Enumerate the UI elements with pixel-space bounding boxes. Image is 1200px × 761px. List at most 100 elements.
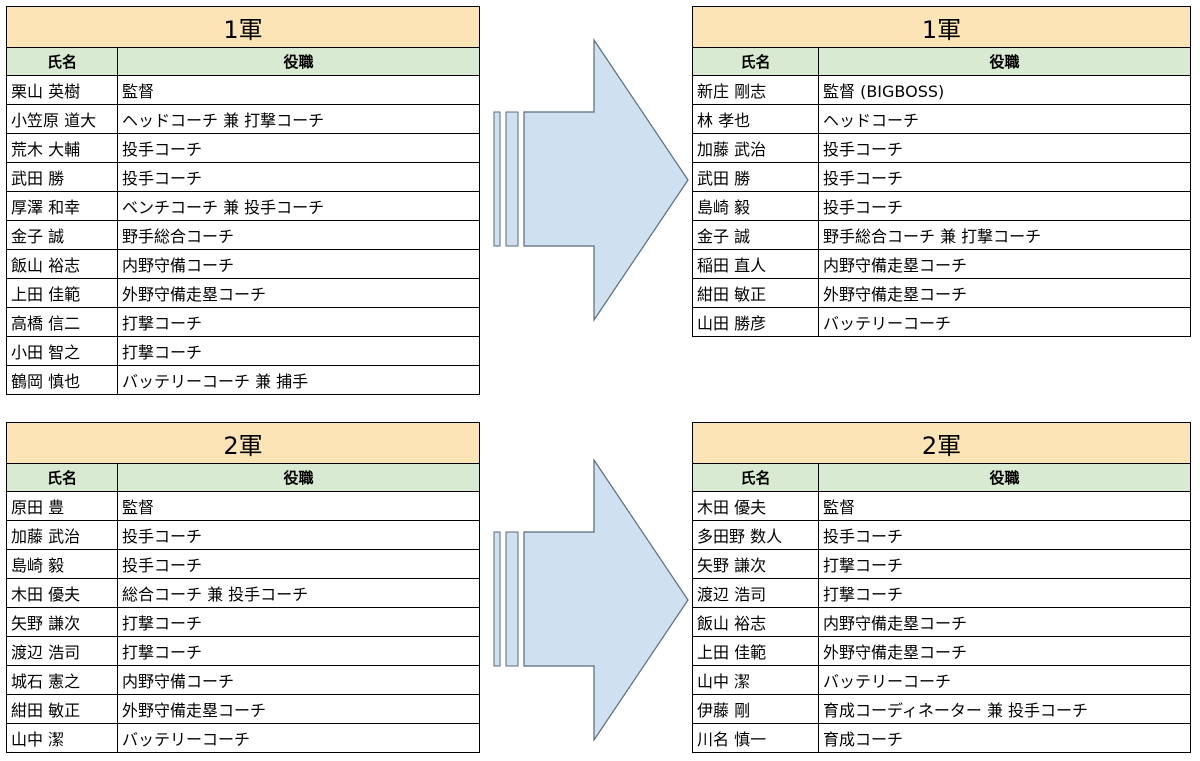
table-before-1st-team: 1軍氏名役職栗山 英樹監督小笠原 道大ヘッドコーチ 兼 打撃コーチ荒木 大輔投手…	[6, 6, 480, 395]
table-row: 金子 誠野手総合コーチ	[6, 220, 480, 250]
person-name-cell: 栗山 英樹	[6, 75, 118, 105]
person-name-cell: 小田 智之	[6, 336, 118, 366]
role-cell: 投手コーチ	[117, 162, 480, 192]
role-cell: 育成コーチ	[818, 723, 1191, 753]
table-row: 渡辺 浩司打撃コーチ	[692, 578, 1191, 608]
person-name-cell: 鶴岡 慎也	[6, 365, 118, 395]
role-cell: 監督	[117, 75, 480, 105]
person-name-cell: 金子 誠	[692, 220, 819, 250]
person-name-cell: 武田 勝	[692, 162, 819, 192]
person-name-cell: 多田野 数人	[692, 520, 819, 550]
role-cell: ヘッドコーチ	[818, 104, 1191, 134]
role-cell: 野手総合コーチ	[117, 220, 480, 250]
table-row: 山中 潔バッテリーコーチ	[692, 665, 1191, 695]
table-row: 鶴岡 慎也バッテリーコーチ 兼 捕手	[6, 365, 480, 395]
table-row: 小笠原 道大ヘッドコーチ 兼 打撃コーチ	[6, 104, 480, 134]
table-row: 稲田 直人内野守備走塁コーチ	[692, 249, 1191, 279]
role-cell: バッテリーコーチ 兼 捕手	[117, 365, 480, 395]
role-cell: 総合コーチ 兼 投手コーチ	[117, 578, 480, 608]
table-row: 林 孝也ヘッドコーチ	[692, 104, 1191, 134]
column-header-role: 役職	[818, 47, 1191, 76]
table-row: 多田野 数人投手コーチ	[692, 520, 1191, 550]
person-name-cell: 稲田 直人	[692, 249, 819, 279]
table-title: 2軍	[692, 422, 1191, 464]
role-cell: 内野守備コーチ	[117, 249, 480, 279]
role-cell: 監督	[117, 491, 480, 521]
table-row: 飯山 裕志内野守備コーチ	[6, 249, 480, 279]
person-name-cell: 厚澤 和幸	[6, 191, 118, 221]
role-cell: 外野守備走塁コーチ	[117, 278, 480, 308]
role-cell: 打撃コーチ	[117, 307, 480, 337]
person-name-cell: 城石 憲之	[6, 665, 118, 695]
table-title: 1軍	[692, 6, 1191, 48]
role-cell: 育成コーディネーター 兼 投手コーチ	[818, 694, 1191, 724]
role-cell: 外野守備走塁コーチ	[818, 278, 1191, 308]
role-cell: 投手コーチ	[818, 162, 1191, 192]
role-cell: 投手コーチ	[818, 191, 1191, 221]
person-name-cell: 紺田 敏正	[6, 694, 118, 724]
table-row: 小田 智之打撃コーチ	[6, 336, 480, 366]
table-row: 木田 優夫総合コーチ 兼 投手コーチ	[6, 578, 480, 608]
role-cell: 内野守備走塁コーチ	[818, 607, 1191, 637]
role-cell: 外野守備走塁コーチ	[818, 636, 1191, 666]
role-cell: ヘッドコーチ 兼 打撃コーチ	[117, 104, 480, 134]
person-name-cell: 小笠原 道大	[6, 104, 118, 134]
role-cell: 内野守備走塁コーチ	[818, 249, 1191, 279]
table-before-2nd-team: 2軍氏名役職原田 豊監督加藤 武治投手コーチ島崎 毅投手コーチ木田 優夫総合コー…	[6, 422, 480, 753]
role-cell: バッテリーコーチ	[818, 665, 1191, 695]
column-header-role: 役職	[818, 463, 1191, 492]
role-cell: 打撃コーチ	[117, 336, 480, 366]
table-row: 川名 慎一育成コーチ	[692, 723, 1191, 753]
person-name-cell: 上田 佳範	[6, 278, 118, 308]
person-name-cell: 原田 豊	[6, 491, 118, 521]
role-cell: 投手コーチ	[117, 133, 480, 163]
column-header-role: 役職	[117, 463, 480, 492]
table-row: 紺田 敏正外野守備走塁コーチ	[6, 694, 480, 724]
table-row: 金子 誠野手総合コーチ 兼 打撃コーチ	[692, 220, 1191, 250]
column-header-name: 氏名	[692, 47, 819, 76]
table-row: 木田 優夫監督	[692, 491, 1191, 521]
table-row: 武田 勝投手コーチ	[6, 162, 480, 192]
table-row: 紺田 敏正外野守備走塁コーチ	[692, 278, 1191, 308]
column-header-name: 氏名	[6, 463, 118, 492]
table-after-1st-team: 1軍氏名役職新庄 剛志監督 (BIGBOSS)林 孝也ヘッドコーチ加藤 武治投手…	[692, 6, 1191, 337]
role-cell: 投手コーチ	[818, 520, 1191, 550]
role-cell: 外野守備走塁コーチ	[117, 694, 480, 724]
person-name-cell: 荒木 大輔	[6, 133, 118, 163]
person-name-cell: 矢野 謙次	[692, 549, 819, 579]
person-name-cell: 矢野 謙次	[6, 607, 118, 637]
role-cell: 内野守備コーチ	[117, 665, 480, 695]
table-row: 島崎 毅投手コーチ	[6, 549, 480, 579]
table-row: 矢野 謙次打撃コーチ	[6, 607, 480, 637]
role-cell: 打撃コーチ	[117, 607, 480, 637]
table-row: 高橋 信二打撃コーチ	[6, 307, 480, 337]
role-cell: ベンチコーチ 兼 投手コーチ	[117, 191, 480, 221]
table-after-2nd-team: 2軍氏名役職木田 優夫監督多田野 数人投手コーチ矢野 謙次打撃コーチ渡辺 浩司打…	[692, 422, 1191, 753]
person-name-cell: 島崎 毅	[6, 549, 118, 579]
person-name-cell: 木田 優夫	[692, 491, 819, 521]
person-name-cell: 山中 潔	[6, 723, 118, 753]
role-cell: 監督	[818, 491, 1191, 521]
column-header-name: 氏名	[692, 463, 819, 492]
table-row: 山中 潔バッテリーコーチ	[6, 723, 480, 753]
table-row: 渡辺 浩司打撃コーチ	[6, 636, 480, 666]
table-row: 山田 勝彦バッテリーコーチ	[692, 307, 1191, 337]
table-title: 2軍	[6, 422, 480, 464]
table-row: 新庄 剛志監督 (BIGBOSS)	[692, 75, 1191, 105]
table-row: 原田 豊監督	[6, 491, 480, 521]
table-row: 加藤 武治投手コーチ	[692, 133, 1191, 163]
person-name-cell: 木田 優夫	[6, 578, 118, 608]
person-name-cell: 高橋 信二	[6, 307, 118, 337]
person-name-cell: 島崎 毅	[692, 191, 819, 221]
person-name-cell: 飯山 裕志	[6, 249, 118, 279]
person-name-cell: 武田 勝	[6, 162, 118, 192]
table-row: 栗山 英樹監督	[6, 75, 480, 105]
table-row: 矢野 謙次打撃コーチ	[692, 549, 1191, 579]
role-cell: バッテリーコーチ	[117, 723, 480, 753]
role-cell: 野手総合コーチ 兼 打撃コーチ	[818, 220, 1191, 250]
table-row: 伊藤 剛育成コーディネーター 兼 投手コーチ	[692, 694, 1191, 724]
person-name-cell: 上田 佳範	[692, 636, 819, 666]
table-title: 1軍	[6, 6, 480, 48]
person-name-cell: 伊藤 剛	[692, 694, 819, 724]
person-name-cell: 加藤 武治	[6, 520, 118, 550]
